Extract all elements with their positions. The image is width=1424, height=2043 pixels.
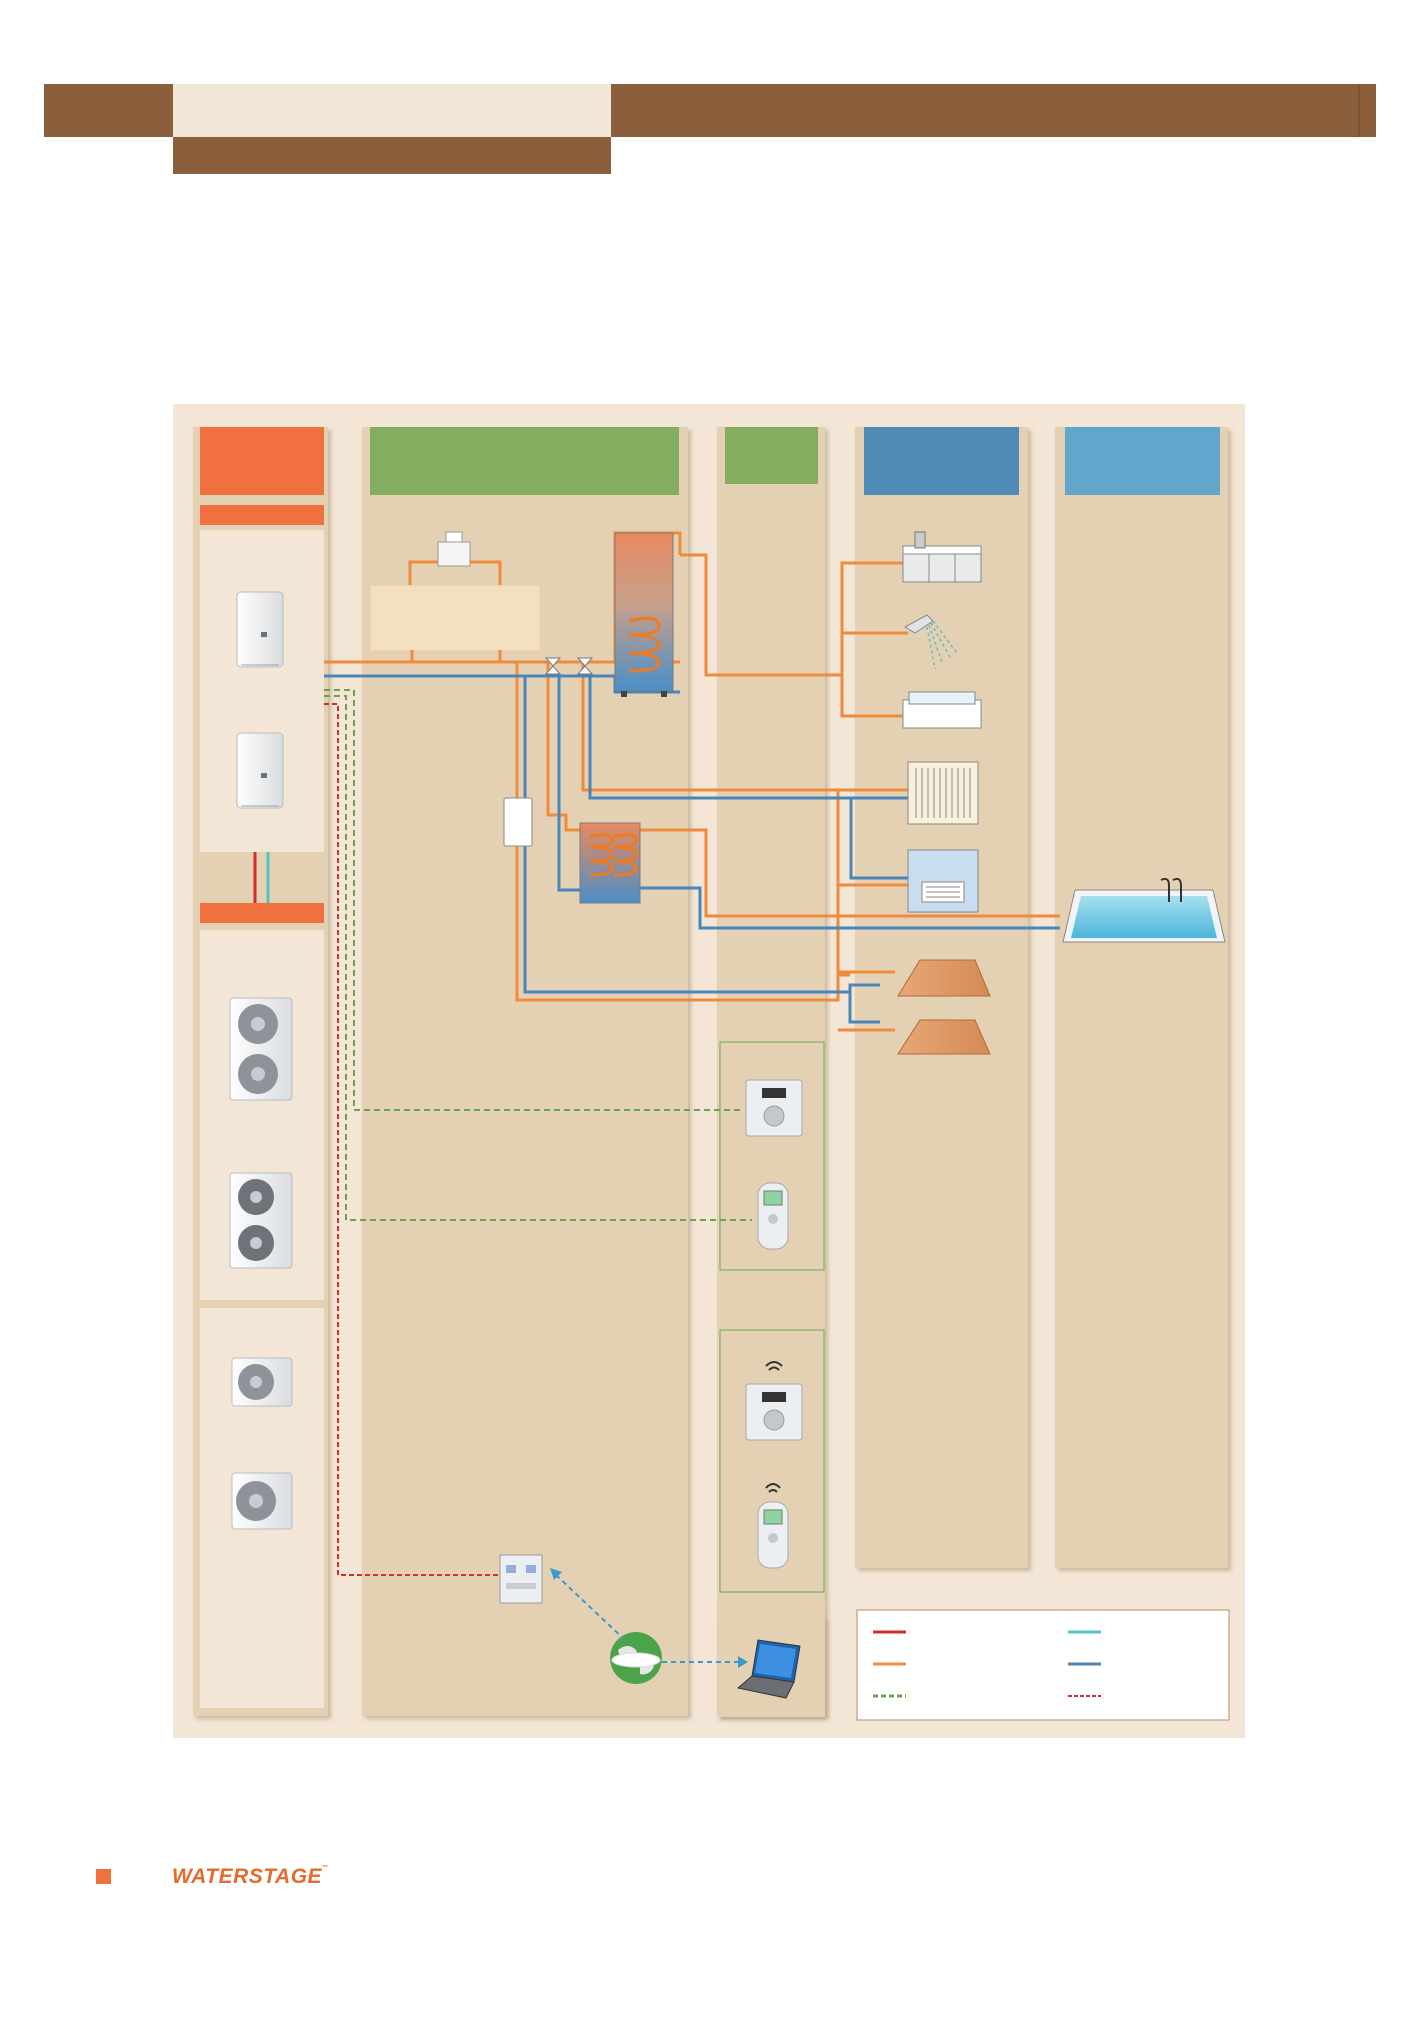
modbus-signal-line bbox=[324, 703, 500, 1576]
floor-heating-icon bbox=[897, 1019, 991, 1055]
header-bar-end-line bbox=[1358, 84, 1360, 137]
boiler-area bbox=[369, 584, 541, 652]
pool-header bbox=[1065, 427, 1220, 495]
wired-signal-line bbox=[324, 689, 740, 1111]
wired-thermostat-icon bbox=[745, 1079, 803, 1137]
three-way-valve-icon bbox=[544, 657, 562, 675]
fan-coil-icon bbox=[907, 849, 979, 913]
network-signal-line bbox=[555, 1574, 626, 1641]
logo-text: WATERSTAGE bbox=[172, 1865, 323, 1888]
outdoor-header bbox=[200, 427, 324, 495]
radiator-icon bbox=[907, 761, 979, 825]
footer-bullet bbox=[96, 1869, 111, 1884]
wired-signal-line bbox=[324, 695, 752, 1221]
swimming-pool-icon bbox=[1062, 877, 1226, 943]
cold-return-pipes bbox=[324, 674, 1060, 1024]
hydraulic-header bbox=[370, 427, 679, 495]
kitchen-sink-icon bbox=[902, 531, 982, 583]
outdoor-unit-large-icon bbox=[229, 997, 293, 1101]
network-arrow bbox=[550, 1568, 562, 1580]
three-way-valve-icon bbox=[576, 657, 594, 675]
buffer-tank-icon bbox=[579, 822, 641, 904]
split-indoor-unit-icon bbox=[236, 591, 284, 668]
boiler-pipe bbox=[408, 560, 438, 585]
wireless-thermostat-icon bbox=[745, 1361, 803, 1441]
header-title-tab bbox=[173, 84, 611, 137]
remote-header bbox=[725, 427, 818, 484]
floor-heating-icon bbox=[897, 959, 991, 997]
emitter-header bbox=[864, 427, 1019, 495]
hot-supply-pipes bbox=[324, 531, 1060, 1032]
bathtub-icon bbox=[902, 691, 982, 729]
boiler-icon bbox=[437, 531, 471, 567]
legend-box bbox=[856, 1609, 1230, 1721]
header-banner bbox=[44, 84, 1376, 174]
outdoor-subheader-split bbox=[200, 505, 324, 525]
boiler-pipe bbox=[470, 560, 502, 585]
wired-remote-icon bbox=[757, 1182, 789, 1250]
outdoor-unit-small-icon bbox=[231, 1472, 293, 1530]
laptop-icon bbox=[736, 1639, 801, 1699]
split-indoor-unit-icon bbox=[236, 732, 284, 809]
column-pool bbox=[1055, 427, 1228, 1568]
column-emitters bbox=[855, 427, 1028, 1568]
header-subtitle-bar bbox=[173, 137, 611, 174]
shower-icon bbox=[903, 614, 958, 670]
wireless-remote-icon bbox=[757, 1483, 789, 1569]
network-arrow bbox=[738, 1656, 748, 1668]
hot-water-tank-icon bbox=[614, 532, 674, 697]
waterstage-logo: WATERSTAGE™ bbox=[172, 1865, 329, 1888]
outdoor-subheader-monobloc bbox=[200, 903, 324, 923]
outdoor-unit-small-icon bbox=[231, 1357, 293, 1407]
controller-box-icon bbox=[503, 797, 533, 847]
network-gateway-icon bbox=[499, 1554, 543, 1604]
internet-globe-icon bbox=[610, 1632, 662, 1684]
outdoor-unit-large-icon bbox=[229, 1172, 293, 1269]
